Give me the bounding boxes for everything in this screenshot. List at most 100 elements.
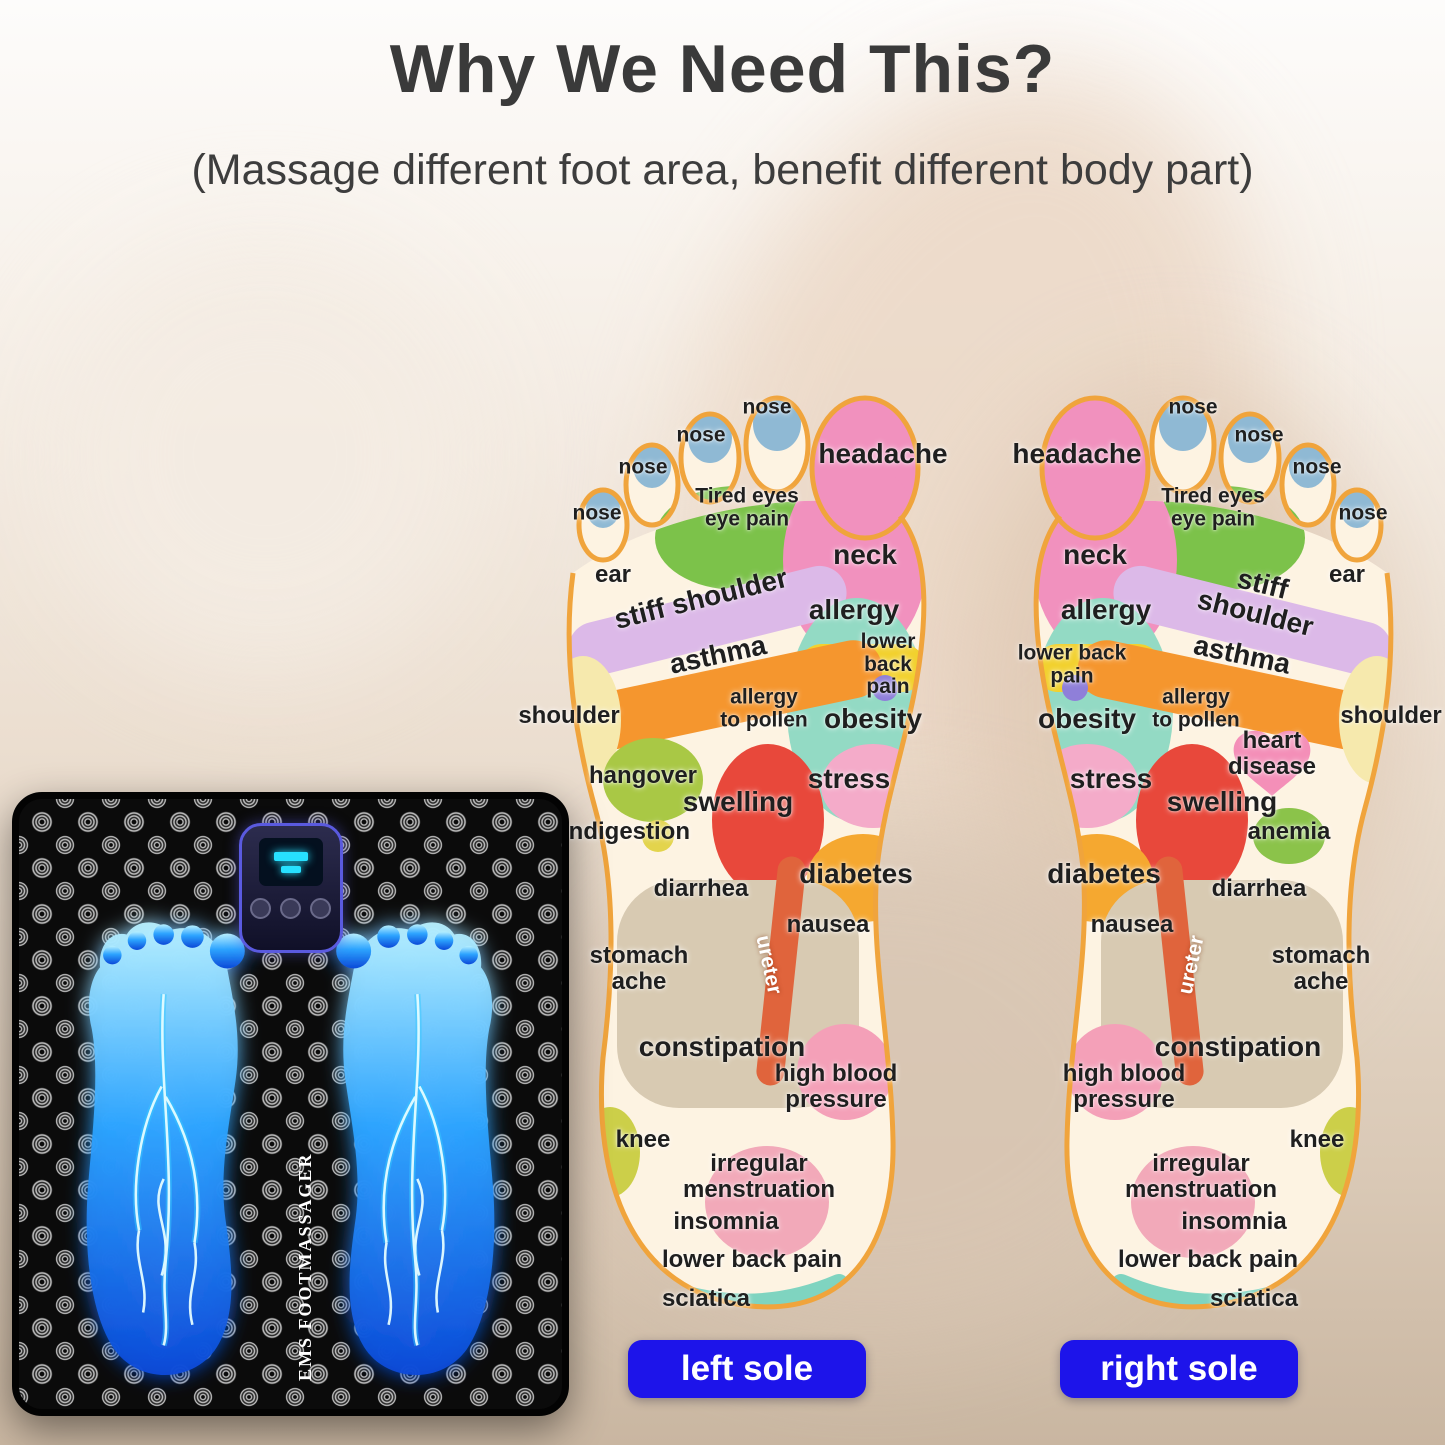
zone-label: neck	[1063, 538, 1127, 570]
zone-label: diabetes	[799, 857, 913, 889]
zone-label: nose	[1338, 501, 1388, 525]
zone-label: heart disease	[1227, 727, 1317, 780]
zone-label: knee	[615, 1126, 671, 1154]
zone-heart-disease	[1233, 730, 1311, 796]
zone-label: nausea	[1090, 911, 1174, 939]
massager-controller	[238, 823, 343, 953]
zone-nose	[753, 398, 801, 451]
glow-foot-left	[86, 922, 245, 1375]
zone-label: obesity	[823, 702, 923, 734]
zone-label: allergy to pollen	[1152, 685, 1240, 731]
controller-buttons	[242, 898, 340, 919]
zone-ureter	[756, 856, 806, 1086]
zone-label: high blood pressure	[1062, 1060, 1186, 1113]
toe-outline	[809, 395, 921, 541]
zone-label: allergy to pollen	[720, 685, 808, 731]
zone-shoulder	[569, 656, 621, 784]
zone-menstruation-insomnia	[705, 1146, 829, 1258]
zone-label: irregular menstruation	[682, 1150, 836, 1203]
toe-outline	[576, 487, 630, 563]
zone-ureter	[1154, 856, 1204, 1086]
zone-lower-back-pain	[1062, 675, 1088, 701]
zone-label: high blood pressure	[774, 1060, 898, 1113]
zone-nose	[633, 444, 671, 488]
zone-label: stomach ache	[1271, 942, 1371, 995]
display-segment	[280, 865, 301, 873]
zone-label: constipation	[1154, 1030, 1322, 1062]
left-sole-caption: left sole	[628, 1340, 866, 1398]
zone-label: nose	[572, 501, 622, 525]
toe-outline	[1149, 395, 1217, 495]
zone-label: stress	[807, 762, 891, 794]
zone-label: irregular menstruation	[1124, 1150, 1278, 1203]
zone-label: neck	[833, 538, 897, 570]
zone-label: ear	[594, 561, 632, 589]
zone-label: nose	[1292, 455, 1342, 479]
zone-label: sciatica	[661, 1285, 751, 1313]
zone-nose	[1340, 488, 1374, 528]
zone-label: lower back pain	[860, 629, 916, 699]
glow-foot-right	[336, 922, 495, 1375]
foot-outline	[566, 514, 927, 1310]
zone-label: shoulder	[518, 702, 620, 730]
zone-menstruation-insomnia	[1131, 1146, 1255, 1258]
zone-label: hangover	[588, 762, 698, 790]
zone-label: nose	[1234, 423, 1284, 447]
zone-label: sciatica	[1209, 1285, 1299, 1313]
page-title: Why We Need This?	[389, 31, 1056, 107]
foot-outline	[1033, 514, 1394, 1310]
zone-indigestion	[642, 820, 674, 852]
zone-nose	[1159, 398, 1207, 451]
toe-outline	[1039, 395, 1151, 541]
zone-label: stomach ache	[589, 942, 689, 995]
toe-outline	[1279, 442, 1337, 528]
zone-nose	[1289, 444, 1327, 488]
background-blur-highlight	[50, 240, 480, 670]
toe-outline	[1218, 411, 1282, 505]
zone-label: shoulder	[1340, 702, 1442, 730]
zone-asthma	[582, 640, 883, 750]
zone-label: insomnia	[1181, 1208, 1287, 1236]
controller-button	[310, 898, 331, 919]
zone-label: nose	[618, 455, 668, 479]
zone-shoulder	[1339, 656, 1391, 784]
zone-anemia	[1253, 808, 1325, 864]
zone-stiff-shoulder	[569, 565, 847, 676]
right-sole-diagram: nose nose nose nose headache Tired eyes …	[985, 388, 1442, 1333]
zone-label: Tired eyes eye pain	[1161, 484, 1265, 530]
zone-label: allergy	[1060, 593, 1152, 625]
zone-high-blood-pressure	[1067, 1024, 1163, 1120]
zone-nose	[1228, 413, 1272, 463]
product-brand-text: EMS FOOTMASSAGER	[295, 1152, 315, 1381]
foot-zones-svg	[566, 395, 927, 1310]
zone-high-blood-pressure	[797, 1024, 893, 1120]
toe-outline	[1330, 487, 1384, 563]
controller-button	[280, 898, 301, 919]
zone-lower-back-pain	[872, 675, 898, 701]
zone-hangover	[603, 738, 703, 822]
zone-label: swelling	[682, 785, 794, 817]
page-subtitle: (Massage different foot area, benefit di…	[191, 146, 1254, 194]
glowing-feet-graphic	[86, 922, 495, 1375]
zone-label: Tired eyes eye pain	[695, 484, 799, 530]
zone-label: diarrhea	[1211, 875, 1307, 903]
toe-outline	[678, 411, 742, 505]
zone-label: nose	[742, 395, 792, 419]
zone-asthma	[1077, 640, 1378, 750]
zone-label: nose	[1168, 395, 1218, 419]
zone-label: allergy	[808, 593, 900, 625]
zone-label: lower back pain	[661, 1246, 843, 1274]
zone-label: lower back pain	[1117, 1246, 1299, 1274]
zone-label: constipation	[638, 1030, 806, 1062]
zone-label: nausea	[786, 911, 870, 939]
controller-button	[250, 898, 271, 919]
zone-label: indigestion	[562, 818, 690, 846]
zone-label: nose	[676, 423, 726, 447]
toe-outline	[743, 395, 811, 495]
zone-label: stress	[1069, 762, 1153, 794]
display-segment	[273, 851, 308, 861]
zone-label: ear	[1328, 561, 1366, 589]
zone-nose	[688, 413, 732, 463]
controller-display	[258, 838, 323, 886]
